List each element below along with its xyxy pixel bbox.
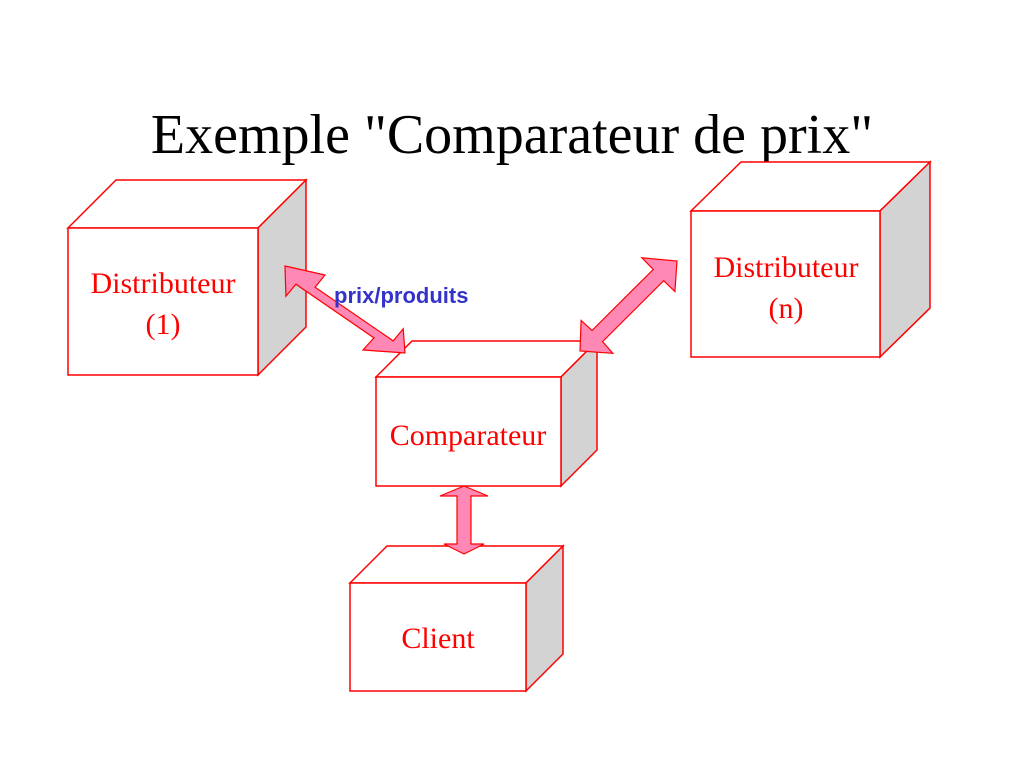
distributeur-1-label-line1: Distributeur [91,267,236,300]
box-client: Client [348,544,565,693]
distributeur-n-label-line2: (n) [769,292,804,325]
box-front-face [67,227,259,376]
distributeur-1-label-line2: (1) [146,308,181,341]
box-distributeur-n: Distributeur (n) [689,160,932,359]
box-front-face [690,210,881,358]
double-arrow-client-comparateur [439,485,489,555]
double-arrow-distributeurn-comparateur [579,257,678,355]
client-label: Client [401,622,475,655]
box-distributeur-1: Distributeur (1) [66,178,308,377]
box-top-face [374,340,599,378]
link-label-prix-produits: prix/produits [334,283,468,308]
box-comparateur: Comparateur [374,339,599,488]
distributeur-n-label-line1: Distributeur [714,251,859,284]
box-front-face [375,376,562,487]
comparateur-label: Comparateur [390,419,547,452]
box-front-face [349,582,527,692]
double-arrow-distributeur1-comparateur [284,265,406,354]
slide-title: Exemple "Comparateur de prix" [150,104,874,166]
